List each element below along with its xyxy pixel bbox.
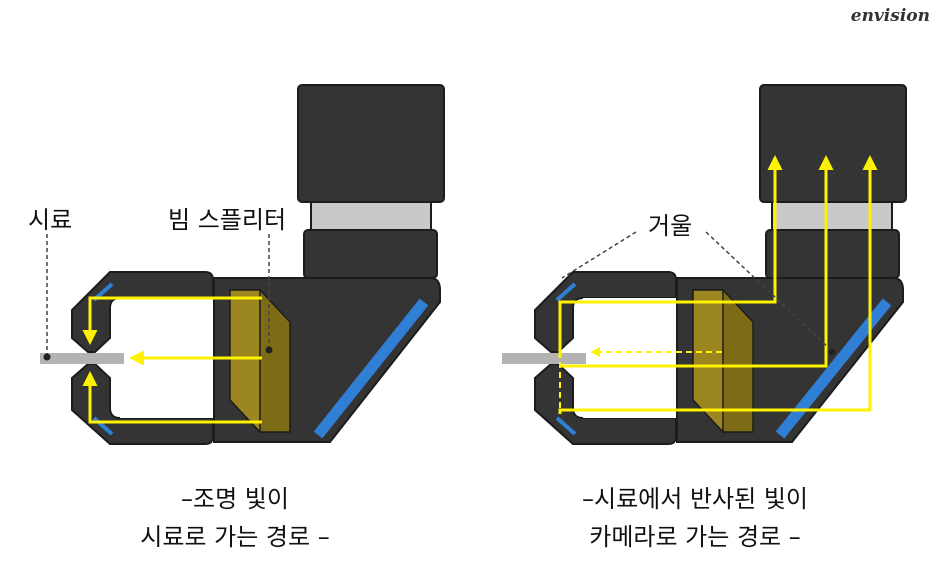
right-caption-line2: 카메라로 가는 경로 – (589, 523, 801, 551)
left-sample (40, 353, 124, 364)
right-caption: –시료에서 반사된 빛이 카메라로 가는 경로 – (545, 480, 845, 556)
left-light-paths (82, 296, 262, 424)
right-beam-splitter (692, 289, 724, 434)
right-sample (502, 353, 586, 364)
right-light-center (560, 155, 834, 368)
right-light-paths (558, 155, 878, 414)
right-mirror-lower (555, 416, 577, 436)
left-splitter-leader-dot (265, 346, 273, 354)
right-light-left (558, 155, 783, 358)
right-mirror-upper (555, 282, 577, 302)
right-camera-coupler (771, 201, 893, 231)
left-diagram (40, 84, 445, 445)
left-mirror-main (313, 298, 429, 439)
right-mirror-leader-dot (828, 348, 836, 356)
right-mirror-leader-left (561, 231, 637, 279)
right-light-right (558, 155, 878, 414)
left-label-sample: 시료 (28, 206, 73, 234)
right-camera-tube (765, 229, 900, 279)
envision-logo: envision (850, 6, 930, 26)
right-caption-line1: –시료에서 반사된 빛이 (582, 485, 808, 513)
left-camera-body (297, 84, 445, 203)
left-sample-leader-dot (43, 353, 51, 361)
left-camera-tube (303, 229, 438, 279)
left-caption-line2: 시료로 가는 경로 – (140, 523, 330, 551)
left-light-lower (82, 371, 262, 424)
right-diagram (502, 84, 907, 445)
left-camera-coupler (310, 201, 432, 231)
left-caption: –조명 빛이 시료로 가는 경로 – (110, 480, 360, 556)
right-label-mirror: 거울 (648, 212, 693, 240)
left-beam-splitter (229, 289, 261, 434)
right-mirror-leader-right (705, 231, 832, 351)
left-caption-line1: –조명 빛이 (181, 485, 289, 513)
right-camera-body (759, 84, 907, 203)
right-nosepiece (534, 271, 677, 353)
left-label-splitter: 빔 스플리터 (168, 206, 287, 234)
left-light-upper (82, 296, 262, 345)
